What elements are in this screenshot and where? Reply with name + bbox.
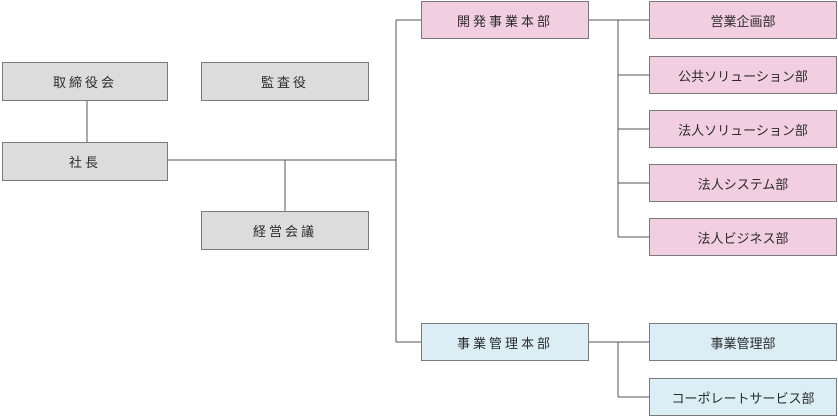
- management-council-box: 経営会議: [201, 211, 369, 250]
- corporate-business-dept-box: 法人ビジネス部: [649, 218, 837, 256]
- board-of-directors-box: 取締役会: [2, 62, 168, 101]
- business-admin-dept-box: 事業管理部: [649, 323, 837, 361]
- development-hq-box: 開発事業本部: [421, 1, 589, 39]
- president-box: 社長: [2, 142, 168, 181]
- auditor-box: 監査役: [201, 62, 369, 101]
- corporate-solutions-dept-box: 法人ソリューション部: [649, 110, 837, 148]
- corporate-services-dept-box: コーポレートサービス部: [649, 378, 837, 416]
- public-solutions-dept-box: 公共ソリューション部: [649, 56, 837, 94]
- business-admin-hq-box: 事業管理本部: [421, 323, 589, 361]
- corporate-systems-dept-box: 法人システム部: [649, 164, 837, 202]
- sales-planning-dept-box: 営業企画部: [649, 1, 837, 39]
